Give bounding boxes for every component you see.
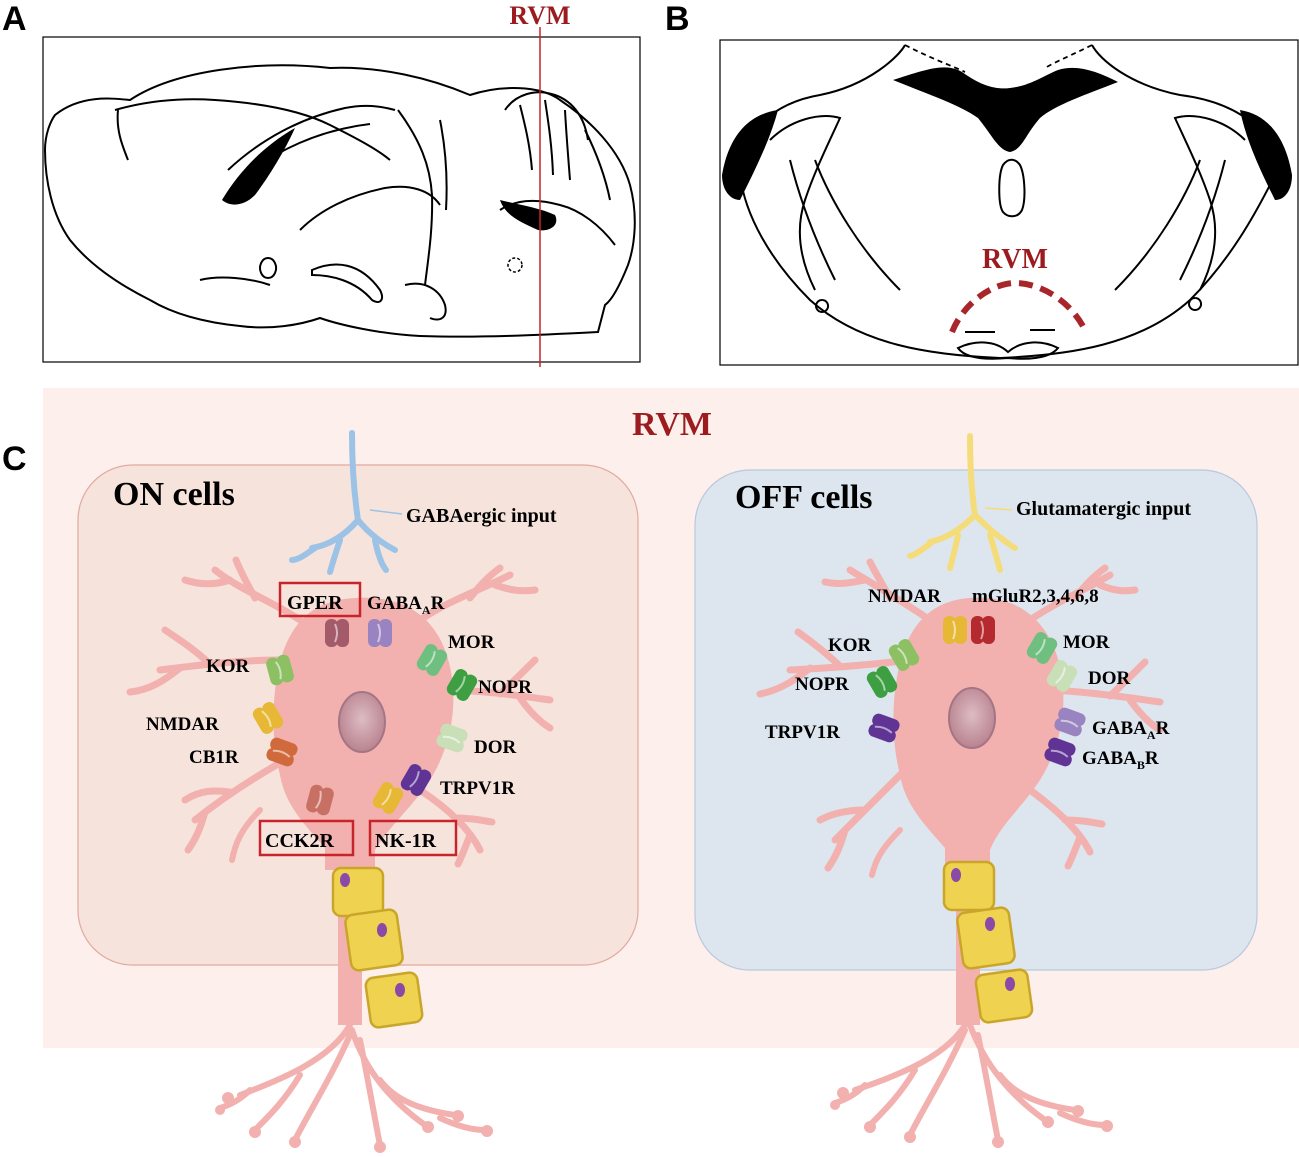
panel-a-rvm-label: RVM [509,1,570,30]
panel-b-letter: B [665,0,690,38]
glutamatergic-input [907,433,1018,573]
panel-b: B RVM [665,0,1299,366]
on-terminal-knobs [215,1092,493,1153]
off-gabaa-label: GABAAR [1092,718,1170,742]
off-nopr-label: NOPR [795,674,849,695]
rvm-dashed-arc [949,279,1088,334]
left-dark-nucleus [722,110,778,200]
panel-a-letter: A [2,0,27,38]
gabaa-receptor-icon [367,618,393,648]
off-gabab-label: GABABR [1082,748,1159,772]
sagittal-brain-outline [43,64,636,338]
off-nucleus [948,687,996,749]
gper-label: GPER [287,592,343,614]
off-cells-title: OFF cells [735,479,873,516]
gabaergic-input-label: GABAergic input [406,505,557,527]
off-neuron [756,558,1164,1148]
on-nucleus [338,691,386,753]
coronal-brainstem-outline [739,44,1276,360]
panel-a: A RVM [2,0,641,367]
fourth-ventricle [500,200,557,231]
glutamatergic-leader [984,507,1013,511]
small-dashed-nucleus [507,257,523,273]
on-dor-label: DOR [474,737,517,758]
off-dendrites [756,558,1164,878]
on-cb1r-label: CB1R [189,747,239,768]
gabaergic-input [289,430,398,575]
cck2r-highlight-box [258,819,355,857]
panel-a-frame [42,36,641,363]
right-dark-nucleus [1240,110,1292,200]
on-myelin-nuclei [340,873,405,997]
panel-c-rvm-label: RVM [632,406,712,443]
gabaergic-leader [369,509,403,515]
off-receptor-labels: NMDAR mGluR2,3,4,6,8 KOR NOPR TRPV1R MOR… [765,586,1170,772]
panel-b-rvm-label: RVM [982,244,1048,275]
gper-receptor-icon [324,618,350,648]
off-trpv1r-label: TRPV1R [765,722,840,743]
panel-c: C RVM [2,388,1299,1153]
on-nopr-label: NOPR [478,677,532,698]
off-nmdar-label: NMDAR [868,586,941,607]
mglur-receptor-icon [970,615,996,645]
panel-c-letter: C [2,440,27,478]
on-cells-title: ON cells [113,476,235,513]
on-kor-label: KOR [206,656,250,677]
off-dor-label: DOR [1088,668,1131,689]
on-gabaa-label: GABAAR [367,593,445,617]
on-mor-label: MOR [448,632,495,653]
nk1r-label: NK-1R [375,830,437,852]
on-nmdar-label: NMDAR [146,714,219,735]
off-kor-label: KOR [828,635,872,656]
dashed-dorsal-edge [904,44,1093,73]
mglur-label: mGluR2,3,4,6,8 [972,586,1099,607]
nk1r-highlight-box [368,819,458,857]
off-myelin-nuclei [951,868,1015,991]
off-nmdar-receptor-icon [942,615,968,645]
on-trpv1r-label: TRPV1R [440,778,515,799]
glutamatergic-input-label: Glutamatergic input [1016,498,1191,520]
off-mor-label: MOR [1063,632,1110,653]
gper-highlight-box [278,581,362,618]
on-receptor-labels: GPER GABAAR KOR MOR NOPR NMDAR CB1R DOR … [146,581,532,857]
fourth-ventricle-dark [893,67,1118,152]
on-myelin [331,866,424,1029]
lateral-ventricle [222,128,295,205]
off-terminal-knobs [830,1087,1113,1148]
cck2r-label: CCK2R [265,830,334,852]
